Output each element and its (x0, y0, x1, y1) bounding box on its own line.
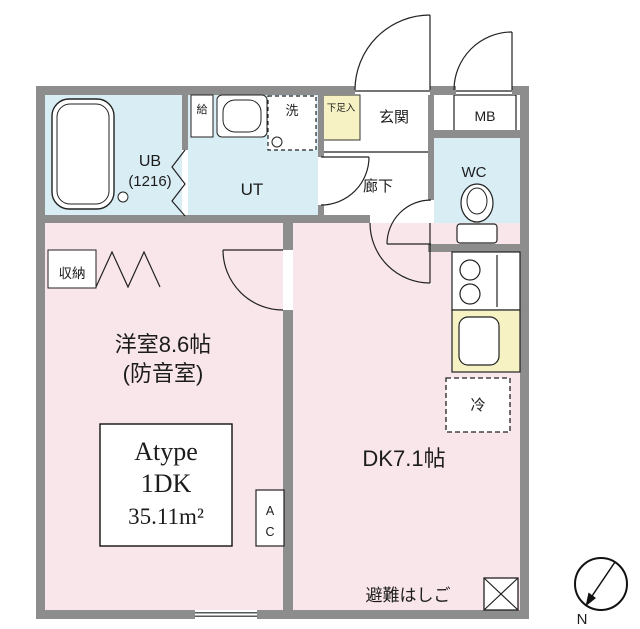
toilet-tank (456, 223, 498, 244)
kitchen-sink (458, 316, 500, 366)
wall-bottom-right (257, 610, 529, 619)
bathtub (51, 98, 115, 210)
meter-box-label: MB (475, 108, 496, 124)
wall-center-top (283, 215, 293, 250)
burner-icon-1 (459, 259, 481, 281)
meter-box (453, 94, 517, 136)
ac-box (255, 489, 285, 547)
wall-ub-ut (182, 95, 188, 150)
vanity-sink (216, 94, 268, 138)
wall-left (36, 86, 45, 619)
escape-ladder-label: 避難はしご (366, 586, 451, 605)
walls (36, 86, 529, 619)
unit-area-label: 35.11m² (128, 504, 204, 529)
vanity-sink-bowl (222, 99, 262, 133)
compass-arrow-icon (585, 592, 596, 607)
wc-label: WC (462, 164, 487, 181)
entrance-door-arc (354, 14, 431, 91)
wall-wc-bottom (428, 244, 520, 252)
wall-center-bottom (283, 310, 293, 610)
shoe-cabinet-box (321, 94, 361, 141)
entrance-label: 玄関 (379, 109, 409, 126)
bathtub-inner (56, 103, 110, 205)
ub-label: UB (139, 153, 161, 170)
fridge-space (445, 377, 511, 433)
toilet-bowl (460, 183, 494, 223)
ac-label-a: A (266, 504, 275, 518)
washer-label: 洗 (285, 103, 298, 118)
hallway-label: 廊下 (363, 178, 393, 195)
ac-label-c: C (265, 525, 274, 539)
western-room-note-label: (防音室) (123, 361, 204, 386)
ub-size-label: (1216) (128, 173, 171, 190)
compass: N (574, 557, 628, 628)
western-room-label: 洋室8.6帖 (115, 332, 212, 357)
wall-bottom-left (36, 610, 195, 619)
ut-label: UT (241, 180, 264, 199)
shoe-cabinet-label: 下足入 (327, 103, 356, 114)
unit-info-box (99, 423, 233, 547)
doors (222, 14, 513, 311)
wall-top-left (36, 86, 355, 95)
western-door-arc (222, 249, 284, 311)
wall-top-mid (430, 86, 456, 95)
washer-drain-icon (271, 136, 283, 148)
wall-entrance-right (428, 95, 434, 136)
fixtures (47, 94, 521, 611)
wall-wc-left (428, 138, 434, 200)
bottom-wall-vent (195, 610, 257, 619)
bath-drain-icon (117, 191, 129, 203)
escape-hatch-diag-2 (483, 577, 519, 611)
unit-layout-label: 1DK (141, 469, 192, 498)
compass-north-label: N (577, 611, 588, 628)
dk-label: DK7.1帖 (362, 446, 445, 471)
water-heater-box (190, 94, 214, 138)
wall-ut-hall-bottom (318, 205, 324, 217)
unit-type-label: Atype (134, 437, 198, 466)
toilet-bowl-inner (466, 187, 488, 215)
wall-mb-bottom (428, 130, 520, 138)
wall-right (520, 86, 529, 619)
closet-folding-door (95, 250, 161, 289)
compass-needle (587, 561, 616, 603)
water-heater-label: 給 (197, 102, 208, 116)
dk-door-arc (369, 222, 431, 284)
wall-ut-hall-top (318, 95, 324, 157)
burner-icon-2 (459, 283, 481, 305)
wall-mid-horizontal (45, 215, 370, 223)
mb-door-arc (453, 31, 513, 91)
ut-door-arc (320, 156, 370, 206)
bath-folding-door (171, 149, 186, 217)
closet-box (47, 249, 97, 289)
labels: UB (1216) UT 給 洗 下足入 玄関 MB 廊下 WC 収納 洋室8.… (59, 102, 496, 605)
fridge-label: 冷 (470, 397, 485, 414)
closet-label: 収納 (59, 266, 86, 281)
wc-door-arc (386, 199, 432, 245)
stove-unit (451, 251, 521, 311)
